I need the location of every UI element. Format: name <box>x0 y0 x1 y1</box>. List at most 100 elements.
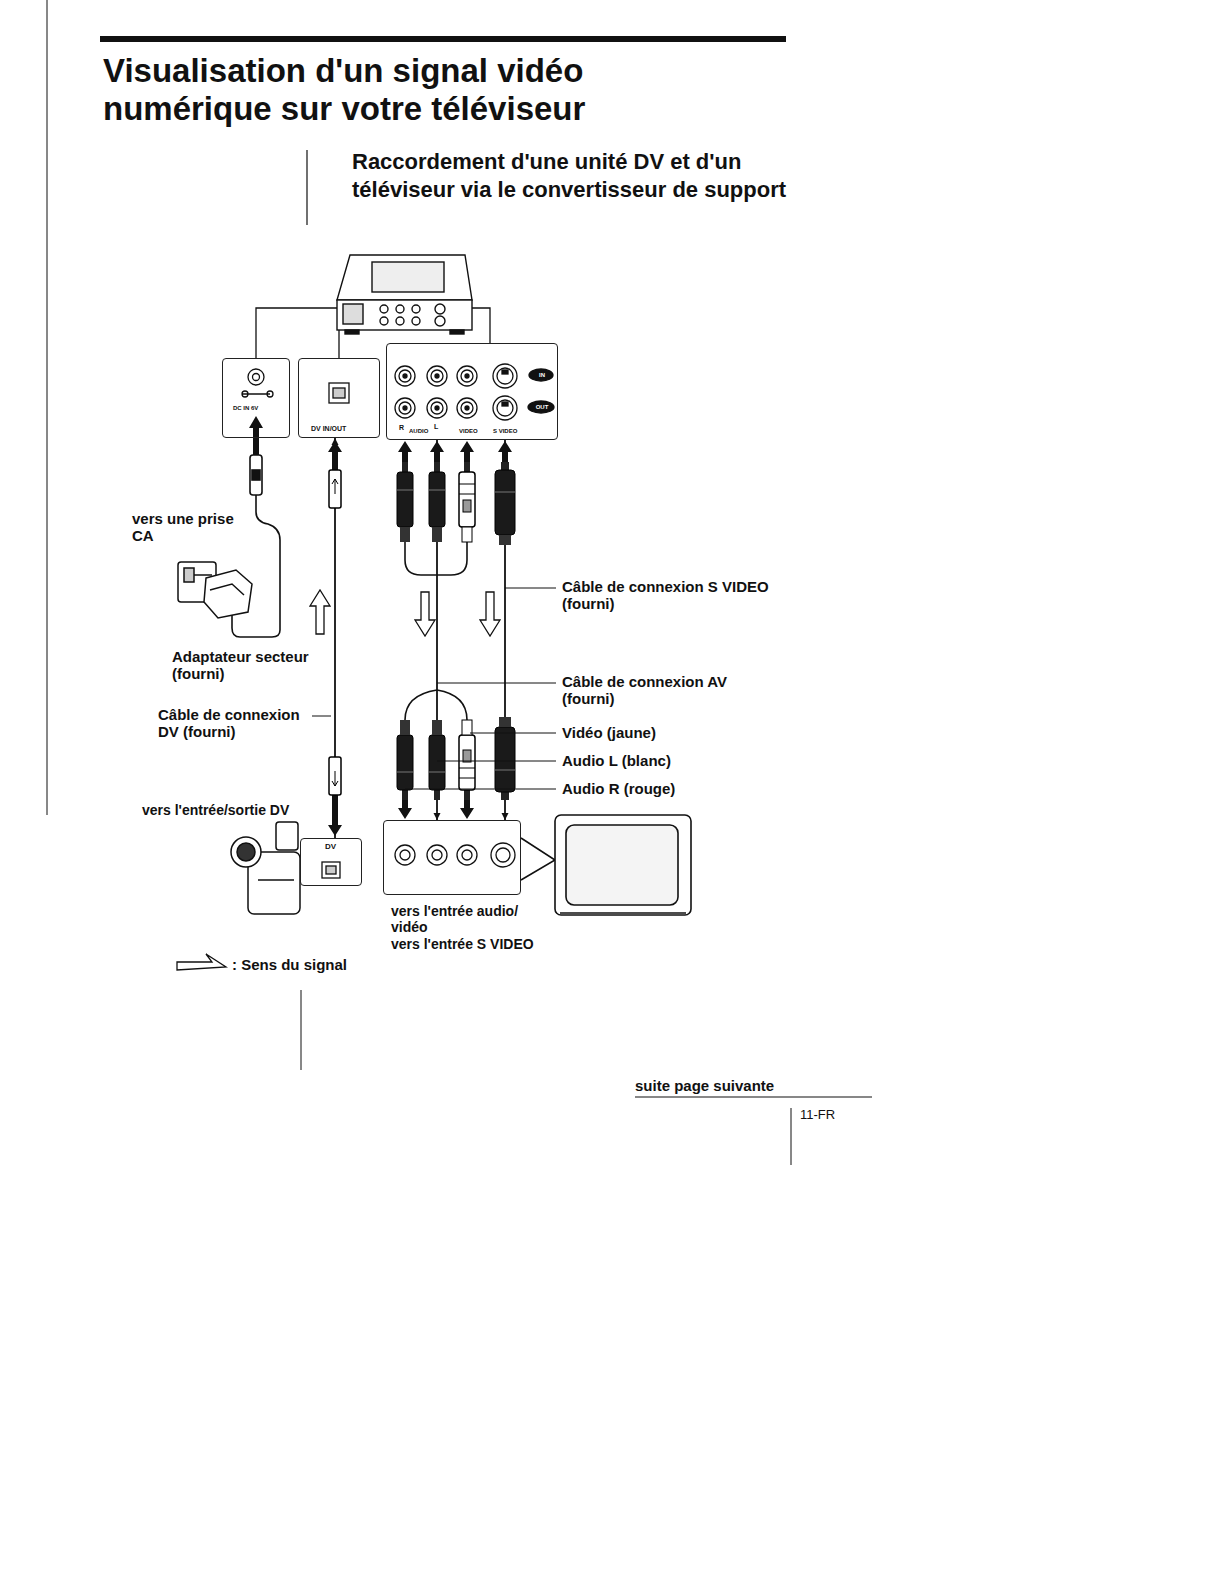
media-converter <box>380 317 388 325</box>
plugs <box>329 757 341 795</box>
panel-jacks <box>403 406 407 410</box>
leader-lines <box>312 716 331 717</box>
camcorder <box>258 879 294 881</box>
media-converter <box>450 330 464 334</box>
av-cables <box>437 690 467 720</box>
plugs <box>495 717 515 800</box>
input-label: vers l'entrée S VIDEO <box>391 937 534 952</box>
signal-direction-arrows <box>415 592 435 636</box>
legend-text: : Sens du signal <box>232 956 347 973</box>
camcorder <box>231 822 300 914</box>
panel-jacks <box>427 366 447 386</box>
tv-jacks <box>496 848 510 862</box>
panel-jacks <box>457 366 477 386</box>
callout-label: vers l'entrée/sortie DV <box>142 802 332 818</box>
panel-jacks <box>529 369 553 381</box>
panel-jacks <box>395 398 415 418</box>
television <box>560 912 686 914</box>
panel-jacks <box>461 402 473 414</box>
av-cables <box>437 542 467 575</box>
tv-jacks <box>427 845 447 865</box>
panel-jacks <box>502 370 508 374</box>
camcorder-dv-jack <box>322 862 340 878</box>
plugs <box>397 720 413 800</box>
dc-in-panel: DC IN 6V <box>222 358 290 438</box>
leader-lines <box>437 761 556 762</box>
page-number: 11-FR <box>800 1108 860 1123</box>
callout-label: Adaptateur secteur (fourni) <box>172 648 342 683</box>
media-converter <box>412 317 420 325</box>
camcorder-dv-jack <box>322 862 340 878</box>
input-arrows <box>249 416 263 455</box>
plugs <box>329 462 515 800</box>
leader-lines <box>470 733 556 734</box>
panel-jacks <box>333 388 345 398</box>
bracket-lines <box>338 330 339 358</box>
camcorder <box>237 843 255 861</box>
leader-lines <box>312 588 556 789</box>
panel-jacks <box>242 364 554 420</box>
av-jack-panel: RAUDIOLVIDEOS VIDEOINOUT <box>386 343 558 440</box>
dc-cable <box>250 455 262 495</box>
leader-lines <box>437 683 556 684</box>
callout-label: vers une prise CA <box>132 510 257 545</box>
ac-adapter <box>194 574 212 576</box>
panel-jacks <box>395 366 415 386</box>
input-label: vers l'entrée audio/ vidéo <box>391 903 551 935</box>
jack-label: DV IN/OUT <box>311 425 346 433</box>
leader-lines <box>505 588 556 589</box>
jack-label: AUDIO <box>409 428 428 435</box>
panel-jacks <box>493 396 517 420</box>
cable-label: Câble de connexion AV (fourni) <box>562 673 762 708</box>
plugs <box>459 720 475 800</box>
jack-label: R <box>399 424 404 432</box>
panel-jacks <box>329 383 349 403</box>
jack-label: S VIDEO <box>493 428 517 435</box>
bracket-lines <box>256 308 337 358</box>
input-arrows <box>430 441 444 463</box>
page-rules <box>791 1108 792 1165</box>
camcorder <box>231 837 261 867</box>
input-arrows <box>460 800 474 819</box>
tv-jacks <box>457 845 477 865</box>
tv-jacks <box>395 845 415 865</box>
tv-jacks <box>432 850 442 860</box>
signal-direction-arrows <box>177 954 226 970</box>
tv-jacks <box>491 843 515 867</box>
dc-cable <box>252 470 260 480</box>
television <box>521 838 555 880</box>
media-converter <box>343 304 363 324</box>
television <box>521 815 691 915</box>
cable-label: Câble de connexion S VIDEO (fourni) <box>562 578 802 613</box>
page-note: suite page suivante <box>635 1077 875 1094</box>
panel-jacks <box>497 400 513 416</box>
jack-label: L <box>434 423 438 431</box>
jack-label: VIDEO <box>459 428 478 435</box>
wire-label: Vidéo (jaune) <box>562 724 762 741</box>
panel-jacks <box>399 370 411 382</box>
input-arrows <box>249 416 512 836</box>
panel-jacks <box>497 368 513 384</box>
page-rules <box>306 150 307 225</box>
media-converter <box>337 255 472 334</box>
bracket-lines <box>256 308 490 358</box>
panel-jacks <box>399 402 411 414</box>
page-title: Visualisation d'un signal vidéo numériqu… <box>103 52 743 128</box>
panel-jacks <box>493 364 517 388</box>
tv-input-panel: vers l'entrée audio/ vidéovers l'entrée … <box>383 820 521 895</box>
av-cables <box>405 542 467 720</box>
wire-label: Audio L (blanc) <box>562 752 762 769</box>
input-arrows <box>328 441 342 470</box>
media-converter <box>372 262 444 292</box>
input-arrows <box>398 441 412 463</box>
page-rules <box>635 1096 872 1097</box>
media-converter <box>412 305 420 313</box>
plugs <box>429 720 445 800</box>
plugs <box>459 462 475 542</box>
page-rules <box>100 36 786 42</box>
signal-direction-arrows <box>480 592 500 636</box>
dc-cable <box>232 495 280 637</box>
ac-adapter <box>178 562 252 618</box>
panel-jacks <box>403 374 407 378</box>
tv-jacks <box>395 843 515 867</box>
